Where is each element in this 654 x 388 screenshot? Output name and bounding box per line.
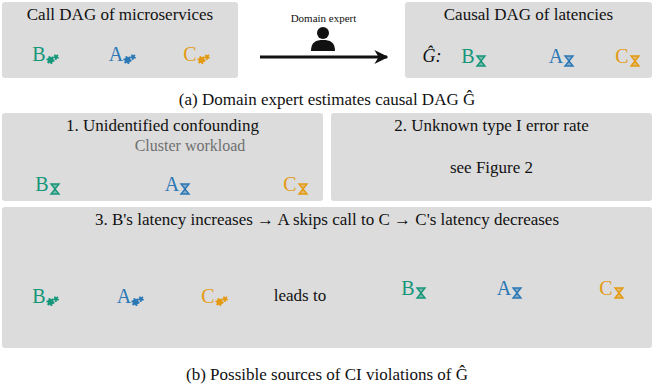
figure-caption: (a) Domain expert estimates causal DAG Ĝ (179, 90, 475, 110)
hourglass-icon (511, 287, 524, 299)
panel-box: 1. Unidentified confoundingCluster workl… (2, 113, 323, 201)
variable-node: B (460, 45, 487, 67)
node-letter: C (283, 173, 296, 195)
panel-box: 2. Unknown type I error rate see Figure 2 (331, 113, 652, 201)
node-letter: B (35, 173, 48, 195)
hourglass-icon (415, 287, 428, 299)
node-letter: B (32, 285, 45, 307)
panel-note: see Figure 2 (450, 158, 533, 178)
panel-heading: 3. B's latency increases → A skips call … (95, 210, 559, 230)
graph-name: Ĝ: (423, 46, 442, 66)
hourglass-icon (179, 183, 192, 195)
hourglass-icon (475, 55, 488, 67)
variable-node: C (182, 43, 209, 65)
variable-node: A (496, 277, 524, 299)
node-letter: B (401, 277, 414, 299)
node-letter: C (599, 277, 612, 299)
node-letter: A (165, 173, 179, 195)
variable-node: A (548, 45, 576, 67)
node-letter: A (497, 277, 511, 299)
hourglass-icon (563, 55, 576, 67)
gear-icon (131, 295, 144, 307)
figure-caption: (b) Possible sources of CI violations of… (186, 365, 468, 385)
gear-icon (46, 53, 59, 65)
panel-box: Causal DAG of latenciesB A C (405, 2, 652, 78)
variable-node: A (164, 173, 192, 195)
text-node: Cluster workload (133, 135, 248, 157)
panel-box: 3. B's latency increases → A skips call … (2, 207, 652, 348)
gear-icon (123, 53, 136, 65)
node-letter: C (615, 45, 628, 67)
panel-box: Call DAG of microservicesB A C (2, 2, 238, 78)
node-letter: B (461, 45, 474, 67)
hourglass-icon (49, 183, 62, 195)
panel-heading: Causal DAG of latencies (444, 5, 613, 25)
edge-arrow (260, 56, 387, 59)
transition-text: leads to (274, 286, 326, 306)
variable-node: A (116, 285, 144, 307)
variable-node: B (31, 285, 58, 307)
node-letter: C (201, 285, 214, 307)
hourglass-icon (613, 287, 626, 299)
variable-node: C (282, 173, 309, 195)
variable-node: B (400, 277, 427, 299)
node-text: Cluster workload (135, 137, 246, 154)
panel-heading: 2. Unknown type I error rate (394, 116, 589, 136)
gear-icon (215, 295, 228, 307)
edge-label: Domain expert (291, 12, 357, 25)
variable-node: B (34, 173, 61, 195)
gear-icon (46, 295, 59, 307)
variable-node: C (598, 277, 625, 299)
variable-node: B (31, 43, 58, 65)
variable-node: C (614, 45, 641, 67)
variable-node: A (108, 43, 136, 65)
node-letter: C (183, 43, 196, 65)
variable-node: C (200, 285, 227, 307)
panel-heading: 1. Unidentified confounding (66, 116, 259, 136)
node-letter: A (109, 43, 123, 65)
hourglass-icon (629, 55, 642, 67)
gear-icon (197, 53, 210, 65)
person-icon (311, 27, 335, 51)
node-letter: A (117, 285, 131, 307)
hourglass-icon (297, 183, 310, 195)
node-letter: B (32, 43, 45, 65)
panel-heading: Call DAG of microservices (27, 5, 213, 25)
node-letter: A (549, 45, 563, 67)
